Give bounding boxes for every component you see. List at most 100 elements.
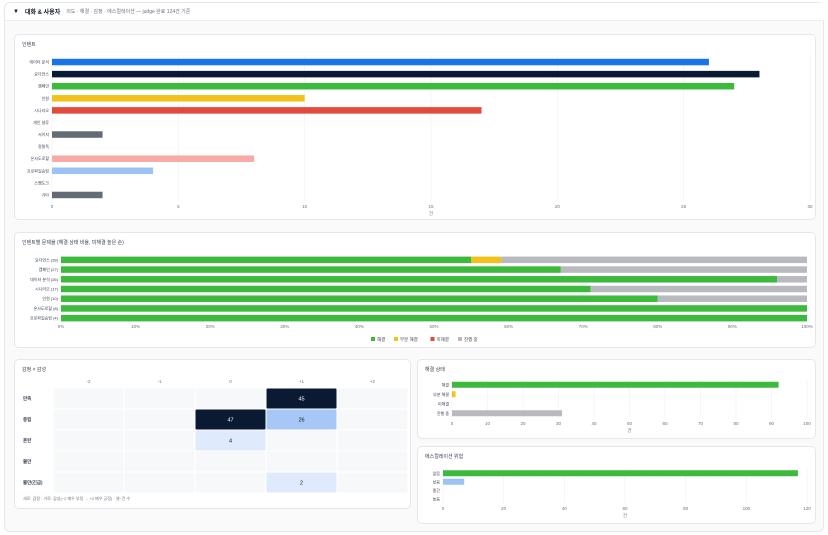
bar	[452, 410, 563, 417]
stacked-bar-segment	[61, 256, 472, 264]
stacked-bar-segment	[61, 266, 561, 273]
section-title: 대화 & 사용자	[24, 10, 61, 16]
bar	[52, 155, 255, 162]
y-category-label: 온사도로할	[31, 155, 50, 161]
x-tick-label: +2	[370, 379, 376, 384]
legend-swatch	[458, 337, 462, 341]
y-category-label: 미해결	[438, 400, 449, 406]
y-category-label: 진행 중	[437, 410, 449, 416]
bar	[452, 391, 456, 398]
legend-swatch	[371, 337, 375, 341]
x-tick-label: -2	[86, 379, 90, 384]
heatmap-cell	[337, 472, 408, 493]
heatmap-cell-value: 45	[298, 397, 304, 403]
heatmap-cell	[266, 451, 337, 472]
x-tick-label: 30%	[280, 324, 289, 329]
section-header[interactable]: ▼ 대화 & 사용자 의도 · 해결 · 감정 · 에스컬레이션 — judge…	[5, 3, 825, 21]
x-tick-label: 40	[562, 506, 568, 511]
y-category-label: 인원 (10)	[42, 295, 58, 301]
y-category-label: 기타	[42, 191, 50, 197]
heatmap-cell	[124, 451, 195, 472]
x-tick-label: 60	[622, 506, 628, 511]
heatmap-cell	[53, 472, 124, 493]
x-tick-label: 30	[807, 204, 813, 209]
heatmap-cell	[266, 409, 337, 430]
bar	[443, 478, 465, 485]
bar	[52, 58, 709, 66]
x-tick-label: 80	[733, 421, 739, 426]
legend-swatch	[430, 337, 435, 341]
resolution-by-intent-chart: 0%10%20%30%40%50%60%70%80%90%100%요다언스 (2…	[30, 256, 813, 343]
x-tick-label: 20	[555, 204, 561, 209]
heatmap-cell	[124, 409, 195, 430]
stacked-bar-segment	[657, 295, 807, 302]
x-tick-label: 0	[451, 421, 454, 426]
resolution-by-intent-card: 인텐트별 문제율 (해결 상태 비율, 미해결 높은 순) 0%10%20%30…	[14, 232, 816, 348]
heatmap-cell	[337, 451, 408, 472]
y-category-label: 중간	[433, 487, 441, 493]
heatmap-cell	[195, 409, 266, 430]
section-subtitle: 의도 · 해결 · 감정 · 에스컬레이션 — judge 완료 124건 기준	[66, 9, 191, 15]
y-category-label: 데이터 분석 (26)	[30, 276, 58, 282]
heatmap-cell	[195, 472, 266, 493]
y-category-label: 스팸도크	[34, 179, 49, 185]
y-category-label: 캠페인	[38, 83, 49, 89]
x-tick-label: 40%	[355, 324, 364, 329]
y-category-label: 캠페인 (27)	[39, 266, 59, 272]
status-chart-title: 해결 상태	[425, 367, 445, 373]
y-category-label: 온사도로할 (8)	[34, 305, 59, 311]
heatmap-cell	[337, 388, 408, 409]
legend-label: 진행 중	[464, 336, 478, 342]
legend-label: 미해결	[437, 336, 449, 343]
x-tick-label: 10	[485, 421, 491, 426]
x-tick-label: 80	[683, 506, 689, 511]
y-category-label: 개인 설루	[33, 119, 49, 125]
x-tick-label: 0	[51, 204, 54, 209]
x-tick-label: 25	[681, 204, 687, 209]
y-category-label: 중립	[23, 416, 31, 423]
bar	[52, 191, 103, 199]
y-category-label: 프로파일승링 (4)	[30, 315, 59, 321]
y-category-label: 없음	[433, 470, 441, 476]
bar	[52, 95, 305, 102]
stacked-bar-segment	[777, 276, 807, 283]
x-tick-label: 30	[556, 421, 562, 426]
bar	[52, 82, 735, 90]
x-tick-label: 90	[769, 421, 775, 426]
x-tick-label: 90%	[728, 324, 737, 329]
collapse-caret-icon[interactable]: ▼	[13, 8, 19, 15]
x-tick-label: 100%	[801, 324, 813, 329]
heatmap-cell-value: 26	[298, 418, 304, 424]
heatmap-title: 감정 × 감성	[22, 367, 47, 373]
x-tick-label: -1	[157, 379, 161, 384]
x-tick-label: 20%	[206, 324, 215, 329]
heatmap-cell	[53, 451, 124, 472]
x-tick-label: 70%	[579, 324, 588, 329]
x-tick-label: 20	[520, 421, 526, 426]
y-category-label: 만족	[23, 395, 31, 402]
stacked-bar-segment	[61, 305, 807, 312]
heatmap-cell	[337, 430, 408, 451]
x-tick-label: 40	[591, 421, 597, 426]
escalation-chart-title: 에스컬레이션 위험	[425, 454, 464, 460]
x-tick-label: 50%	[429, 324, 438, 329]
resolution-by-intent-title: 인텐트별 문제율 (해결 상태 비율, 미해결 높은 순)	[22, 240, 124, 246]
bar	[52, 70, 760, 78]
stacked-bar-segment	[590, 285, 807, 293]
heatmap-cell-value: 47	[227, 418, 233, 424]
x-axis-label: 건	[623, 512, 627, 518]
y-category-label: 프로파일승링	[27, 167, 49, 173]
x-axis-label: 건	[627, 427, 631, 433]
y-category-label: 시나리오 (17)	[35, 286, 59, 292]
heatmap-cell	[195, 388, 266, 409]
bar	[52, 131, 103, 138]
stacked-bar-segment	[501, 256, 807, 264]
heatmap-cell	[266, 472, 337, 493]
heatmap-cell	[195, 451, 266, 472]
